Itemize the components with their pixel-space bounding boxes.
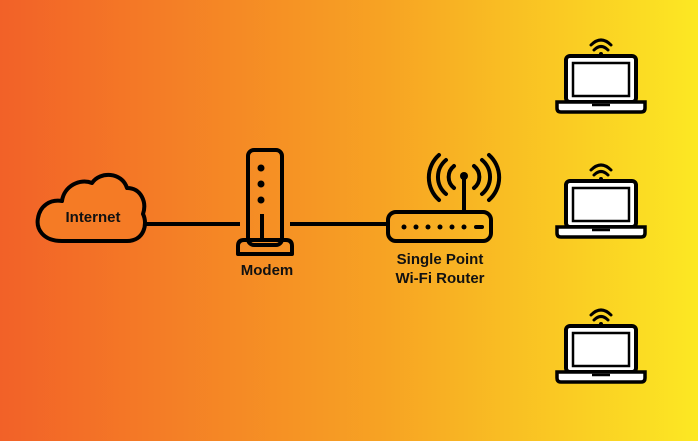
wifi-router-icon	[386, 153, 502, 243]
wifi-signal-icon	[589, 308, 613, 326]
modem-icon	[236, 148, 294, 256]
internet-label: Internet	[65, 209, 121, 226]
laptop-2	[555, 163, 647, 239]
router-label: Single Point Wi-Fi Router	[370, 250, 510, 288]
laptop-1	[555, 38, 647, 114]
laptop-icon	[555, 54, 647, 114]
wifi-signal-icon	[589, 38, 613, 56]
router-label-line1: Single Point	[396, 251, 484, 268]
router-label-line2: Wi-Fi Router	[395, 270, 485, 287]
wifi-signal-icon	[589, 163, 613, 181]
laptop-icon	[555, 179, 647, 239]
laptop-icon	[555, 324, 647, 384]
modem-label: Modem	[240, 262, 294, 279]
cloud-icon	[35, 173, 147, 243]
laptop-3	[555, 308, 647, 384]
